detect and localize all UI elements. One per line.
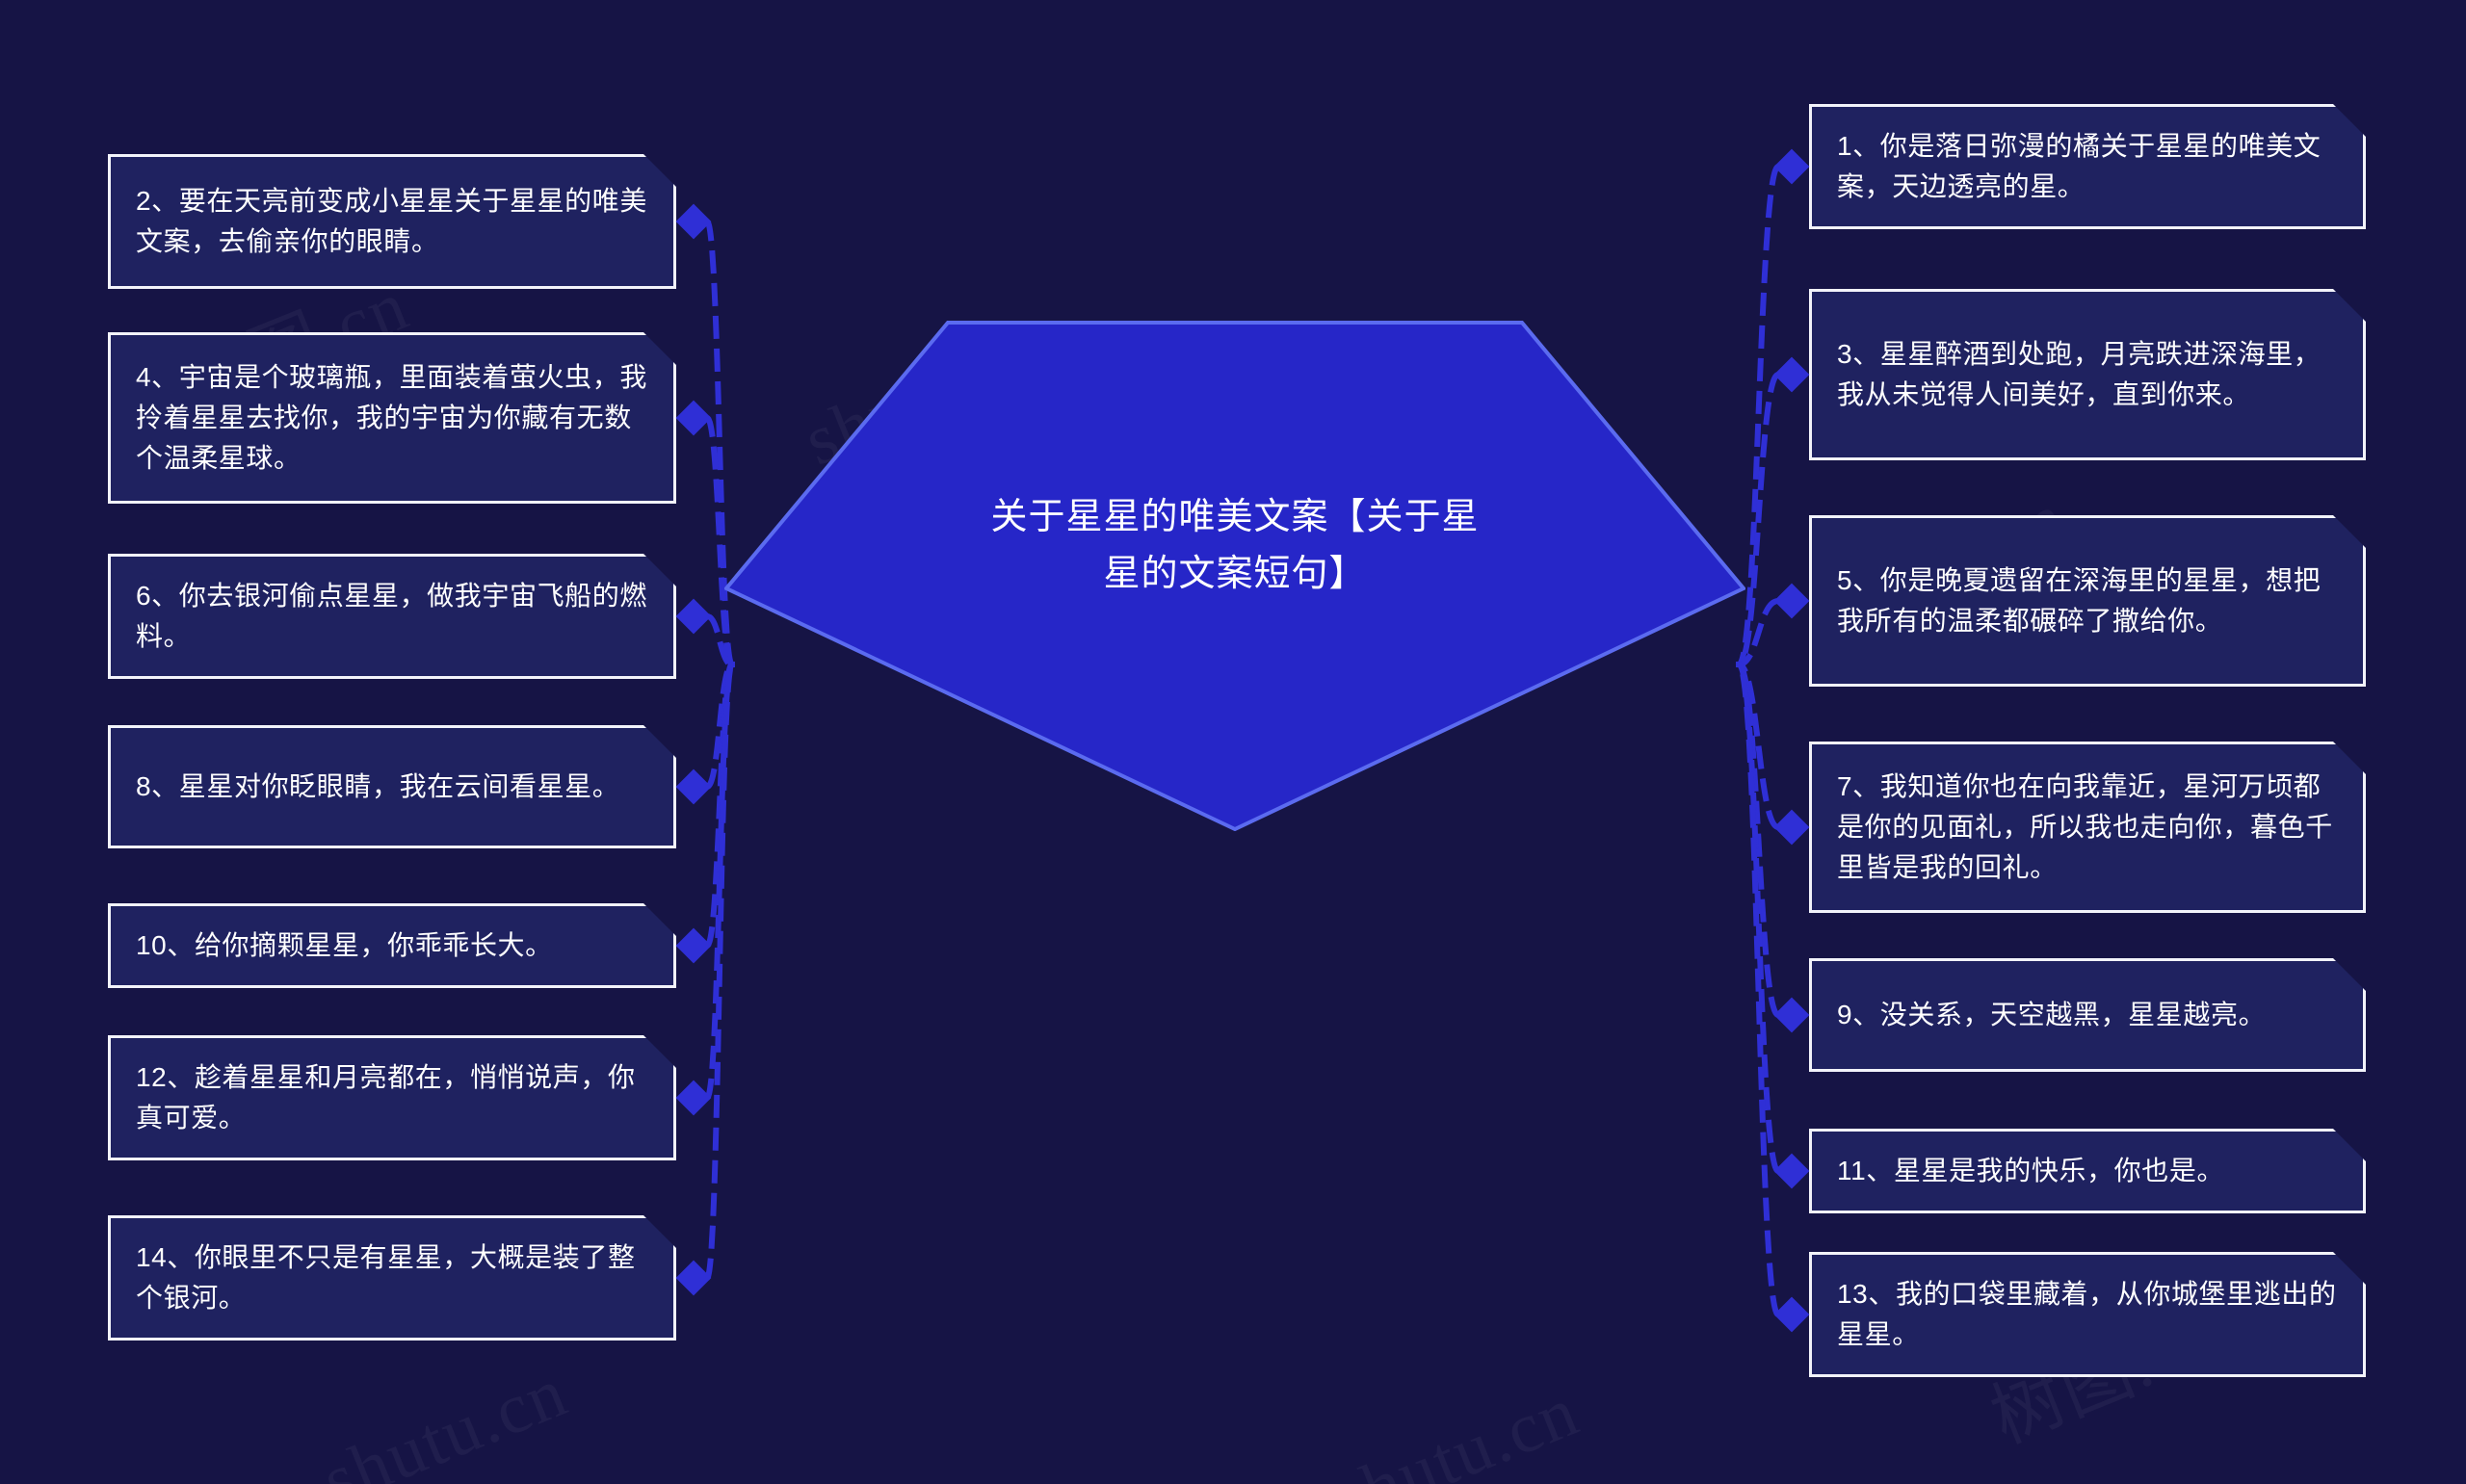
topic-box-11[interactable]: 11、星星是我的快乐，你也是。 bbox=[1809, 1129, 2366, 1213]
center-topic-node[interactable]: 关于星星的唯美文案【关于星星的文案短句】 bbox=[724, 321, 1745, 831]
connector-diamond-icon bbox=[1773, 1296, 1810, 1333]
connector-diamond-icon bbox=[1773, 809, 1810, 846]
topic-box-13[interactable]: 13、我的口袋里藏着，从你城堡里逃出的星星。 bbox=[1809, 1252, 2366, 1377]
watermark-text: shutu.cn bbox=[312, 1352, 579, 1484]
topic-box-12[interactable]: 12、趁着星星和月亮都在，悄悄说声，你真可爱。 bbox=[108, 1035, 676, 1160]
topic-box-4[interactable]: 4、宇宙是个玻璃瓶，里面装着萤火虫，我拎着星星去找你，我的宇宙为你藏有无数个温柔… bbox=[108, 332, 676, 504]
topic-box-7[interactable]: 7、我知道你也在向我靠近，星河万顷都是你的见面礼，所以我也走向你，暮色千里皆是我… bbox=[1809, 742, 2366, 913]
connector-diamond-icon bbox=[675, 768, 712, 805]
center-gem-icon bbox=[724, 321, 1745, 831]
connector-diamond-icon bbox=[675, 203, 712, 240]
connector-diamond-icon bbox=[1773, 583, 1810, 619]
topic-box-label: 7、我知道你也在向我靠近，星河万顷都是你的见面礼，所以我也走向你，暮色千里皆是我… bbox=[1837, 771, 2333, 882]
topic-box-label: 14、你眼里不只是有星星，大概是装了整个银河。 bbox=[136, 1242, 636, 1313]
topic-box-10[interactable]: 10、给你摘颗星星，你乖乖长大。 bbox=[108, 903, 676, 988]
topic-box-label: 5、你是晚夏遗留在深海里的星星，想把我所有的温柔都碾碎了撒给你。 bbox=[1837, 565, 2322, 636]
topic-box-1[interactable]: 1、你是落日弥漫的橘关于星星的唯美文案，天边透亮的星。 bbox=[1809, 104, 2366, 229]
topic-box-2[interactable]: 2、要在天亮前变成小星星关于星星的唯美文案，去偷亲你的眼睛。 bbox=[108, 154, 676, 289]
topic-box-6[interactable]: 6、你去银河偷点星星，做我宇宙飞船的燃料。 bbox=[108, 554, 676, 679]
topic-box-label: 2、要在天亮前变成小星星关于星星的唯美文案，去偷亲你的眼睛。 bbox=[136, 186, 647, 256]
connector-diamond-icon bbox=[675, 1260, 712, 1296]
topic-box-label: 4、宇宙是个玻璃瓶，里面装着萤火虫，我拎着星星去找你，我的宇宙为你藏有无数个温柔… bbox=[136, 362, 647, 473]
topic-box-label: 3、星星醉酒到处跑，月亮跌进深海里，我从未觉得人间美好，直到你来。 bbox=[1837, 339, 2322, 409]
topic-box-5[interactable]: 5、你是晚夏遗留在深海里的星星，想把我所有的温柔都碾碎了撒给你。 bbox=[1809, 515, 2366, 687]
topic-box-label: 1、你是落日弥漫的橘关于星星的唯美文案，天边透亮的星。 bbox=[1837, 131, 2322, 201]
connector-diamond-icon bbox=[675, 1080, 712, 1116]
connector-diamond-icon bbox=[675, 598, 712, 635]
topic-box-8[interactable]: 8、星星对你眨眼睛，我在云间看星星。 bbox=[108, 725, 676, 848]
connector-diamond-icon bbox=[1773, 148, 1810, 185]
center-topic-label: 关于星星的唯美文案【关于星星的文案短句】 bbox=[990, 497, 1480, 594]
topic-box-9[interactable]: 9、没关系，天空越黑，星星越亮。 bbox=[1809, 958, 2366, 1072]
connector-diamond-icon bbox=[675, 400, 712, 436]
connector-diamond-icon bbox=[1773, 1153, 1810, 1189]
topic-box-14[interactable]: 14、你眼里不只是有星星，大概是装了整个银河。 bbox=[108, 1215, 676, 1341]
topic-box-label: 8、星星对你眨眼睛，我在云间看星星。 bbox=[136, 771, 620, 801]
watermark-text: shutu.cn bbox=[1324, 1371, 1590, 1484]
topic-box-label: 11、星星是我的快乐，你也是。 bbox=[1837, 1156, 2225, 1185]
topic-box-label: 12、趁着星星和月亮都在，悄悄说声，你真可爱。 bbox=[136, 1062, 636, 1133]
connector-diamond-icon bbox=[1773, 356, 1810, 393]
topic-box-3[interactable]: 3、星星醉酒到处跑，月亮跌进深海里，我从未觉得人间美好，直到你来。 bbox=[1809, 289, 2366, 460]
topic-box-label: 13、我的口袋里藏着，从你城堡里逃出的星星。 bbox=[1837, 1279, 2337, 1349]
connector-diamond-icon bbox=[1773, 997, 1810, 1033]
topic-box-label: 10、给你摘颗星星，你乖乖长大。 bbox=[136, 930, 553, 960]
topic-box-label: 9、没关系，天空越黑，星星越亮。 bbox=[1837, 1000, 2267, 1029]
topic-box-label: 6、你去银河偷点星星，做我宇宙飞船的燃料。 bbox=[136, 581, 647, 651]
connector-diamond-icon bbox=[675, 927, 712, 964]
